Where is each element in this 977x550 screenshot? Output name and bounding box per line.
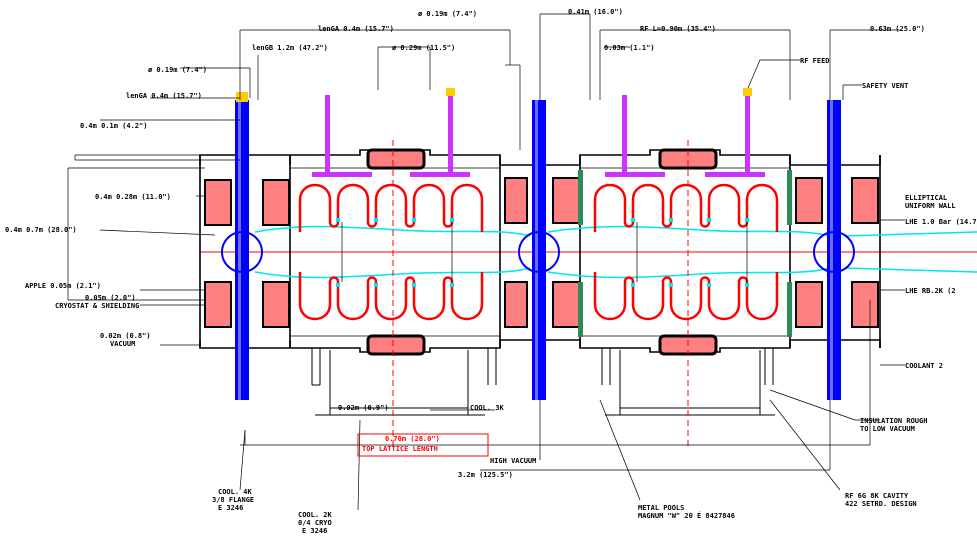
label-32: HIGH VACUUM — [490, 457, 536, 465]
lattice-length-box — [357, 433, 489, 457]
label-30: 0.70m (28.0") — [385, 435, 440, 443]
beam-tube — [254, 225, 977, 279]
label-11: SAFETY VENT — [862, 82, 908, 90]
label-28: INSULATION ROUGH — [860, 417, 927, 425]
cavity-irises — [336, 218, 749, 287]
label-39: COOL. 2K — [298, 511, 333, 519]
dimension-lines — [67, 13, 905, 511]
input-couplers — [235, 92, 841, 400]
label-07: ø 0.29m (11.5") — [392, 44, 455, 52]
dimension-labels: ø 0.19m (7.4") 0.41m (16.0") lenGA 0.4m … — [5, 8, 977, 535]
support-stands — [311, 348, 775, 416]
label-26: 0.02m (0.9") — [338, 404, 389, 412]
label-19: APPLE 0.05m (2.1") — [25, 282, 101, 290]
label-24: VACUUM — [110, 340, 135, 348]
label-25: COOLANT 2 — [905, 362, 943, 370]
beamline-bellows — [221, 231, 855, 273]
label-10: ø 0.19m (7.4") — [148, 66, 207, 74]
label-12: lenGA 0.4m (15.7") — [126, 92, 202, 100]
label-04: RF L=0.90m (35.4") — [640, 25, 716, 33]
label-27: COOL. 3K — [470, 404, 505, 412]
label-08: 0.03m (1.1") — [604, 44, 655, 52]
label-02: 0.41m (16.0") — [568, 8, 623, 16]
magnet-centerlines — [392, 140, 689, 450]
label-17: 0.4m 0.28m (11.0") — [95, 193, 171, 201]
label-23: 0.02m (0.8") — [100, 332, 151, 340]
label-22: LHE RB.2K (2 — [905, 287, 956, 295]
label-15: UNIFORM WALL — [905, 202, 956, 210]
label-05: 0.63m (25.0") — [870, 25, 925, 33]
flanges — [578, 170, 792, 337]
label-41: E 3246 — [302, 527, 327, 535]
cavity-tuner-rods — [341, 222, 748, 282]
label-33: 3.2m (125.5") — [458, 471, 513, 479]
label-16: LHE 1.0 Bar (14.7 — [905, 218, 977, 226]
label-20: 0.05m (2.0") — [85, 294, 136, 302]
label-38: 422 SETRD. DESIGN — [845, 500, 917, 508]
label-14: ELLIPTICAL — [905, 194, 947, 202]
cavity-string-right — [593, 183, 779, 321]
rf-feed-couplers — [312, 88, 765, 177]
label-42: METAL POOLS — [638, 504, 684, 512]
label-09: RF FEED — [800, 57, 830, 65]
label-29: TO LOW VACUUM — [860, 425, 915, 433]
label-31: TOP LATTICE LENGTH — [362, 445, 438, 453]
label-37: RF 6G 8K CAVITY — [845, 492, 909, 500]
label-43: MAGNUM "W" 20 É 8427846 — [638, 511, 735, 520]
cavity-string-left — [298, 183, 484, 321]
label-34: COOL. 4K — [218, 488, 253, 496]
label-01: ø 0.19m (7.4") — [418, 10, 477, 18]
label-35: 3/8 FLANGE — [212, 496, 254, 504]
label-21: CRYOSTAT & SHIELDING — [55, 302, 139, 310]
label-06: lenGB 1.2m (47.2") — [252, 44, 328, 52]
label-40: 0/4 CRYO — [298, 519, 332, 527]
label-18: 0.4m 0.7m (28.0") — [5, 226, 77, 234]
solenoid-magnets — [204, 148, 879, 356]
label-13: 0.4m 0.1m (4.2") — [80, 122, 147, 130]
label-03: lenGA 0.4m (15.7") — [318, 25, 394, 33]
label-36: E 3246 — [218, 504, 243, 512]
